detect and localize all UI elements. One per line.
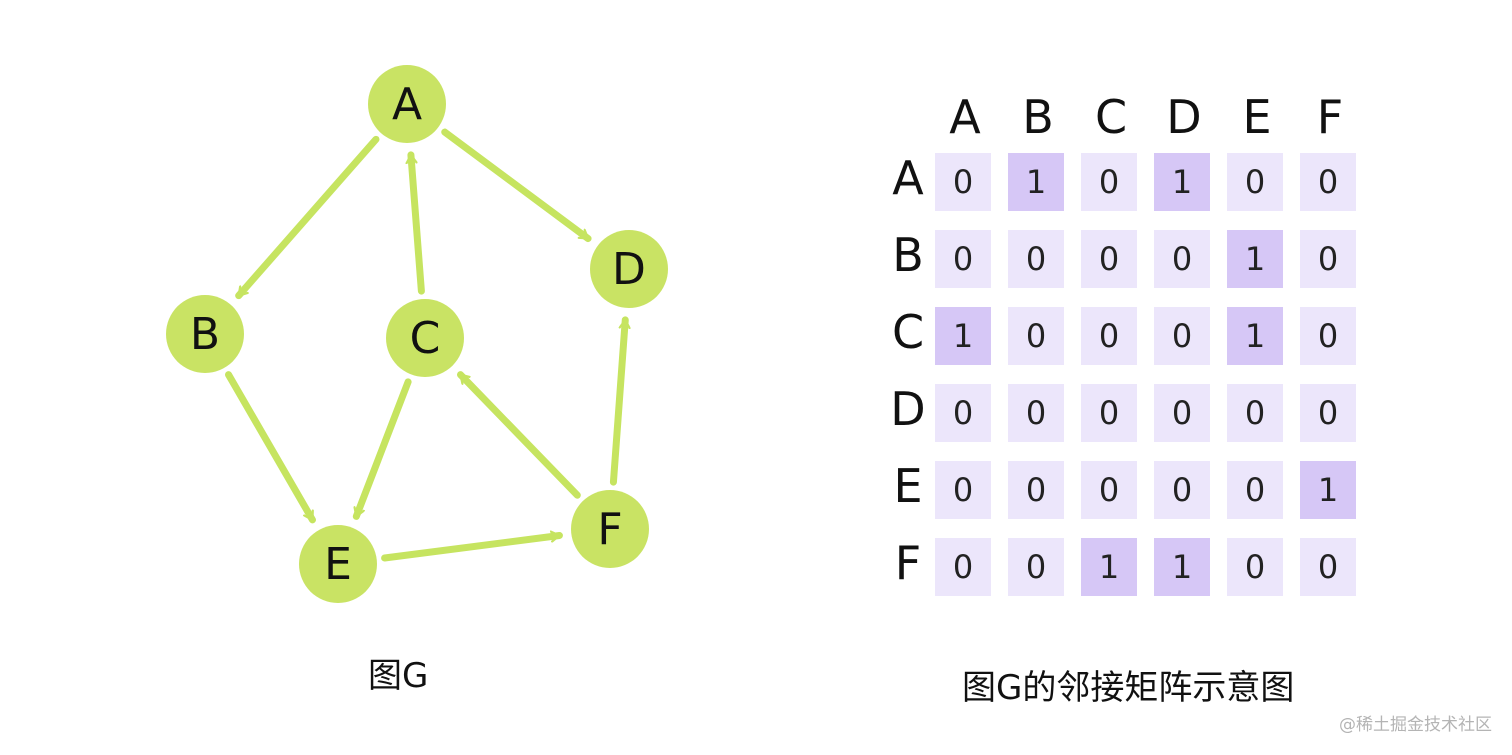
matrix-cell-a-d: 1 bbox=[1154, 153, 1210, 211]
node-circle bbox=[166, 295, 244, 373]
column-header-d: D bbox=[1166, 90, 1202, 144]
node-circle bbox=[368, 65, 446, 143]
matrix-cell-b-f: 0 bbox=[1300, 230, 1356, 288]
matrix-cell-f-c: 1 bbox=[1081, 538, 1137, 596]
node-label: D bbox=[612, 244, 646, 295]
matrix-cell-d-c: 0 bbox=[1081, 384, 1137, 442]
matrix-cell-f-a: 0 bbox=[935, 538, 991, 596]
matrix-cell-b-e: 1 bbox=[1227, 230, 1283, 288]
edge-e-f bbox=[381, 536, 563, 562]
matrix-cell-d-b: 0 bbox=[1008, 384, 1064, 442]
node-label: A bbox=[392, 79, 422, 130]
node-circle bbox=[571, 490, 649, 568]
edge-a-d bbox=[441, 128, 592, 243]
column-header-b: B bbox=[1022, 90, 1054, 144]
edges-layer bbox=[225, 128, 626, 562]
edge-c-a bbox=[411, 151, 425, 295]
nodes-layer: A B C D E F bbox=[166, 65, 668, 603]
matrix-cell-e-f: 1 bbox=[1300, 461, 1356, 519]
matrix-cell-a-f: 0 bbox=[1300, 153, 1356, 211]
column-header-c: C bbox=[1094, 90, 1128, 144]
matrix-caption: 图G的邻接矩阵示意图 bbox=[962, 668, 1295, 708]
edge-c-e bbox=[352, 378, 412, 520]
matrix-cell-c-a: 1 bbox=[935, 307, 991, 365]
node-circle bbox=[386, 299, 464, 377]
matrix-cell-b-d: 0 bbox=[1154, 230, 1210, 288]
graph-caption: 图G bbox=[368, 656, 429, 696]
node-f: F bbox=[571, 490, 649, 568]
matrix-cell-c-c: 0 bbox=[1081, 307, 1137, 365]
matrix-cell-b-b: 0 bbox=[1008, 230, 1064, 288]
matrix-cell-e-b: 0 bbox=[1008, 461, 1064, 519]
node-circle bbox=[590, 230, 668, 308]
matrix-cell-c-d: 0 bbox=[1154, 307, 1210, 365]
matrix-cell-a-b: 1 bbox=[1008, 153, 1064, 211]
node-label: C bbox=[410, 313, 441, 364]
row-header-c: C bbox=[891, 305, 925, 359]
node-e: E bbox=[299, 525, 377, 603]
node-label: B bbox=[190, 309, 220, 360]
node-a: A bbox=[368, 65, 446, 143]
edge-f-c bbox=[456, 371, 581, 499]
column-header-a: A bbox=[949, 90, 981, 144]
row-header-d: D bbox=[890, 382, 926, 436]
node-label: F bbox=[597, 504, 622, 555]
matrix-cell-e-c: 0 bbox=[1081, 461, 1137, 519]
row-header-e: E bbox=[893, 459, 923, 513]
matrix-cell-c-f: 0 bbox=[1300, 307, 1356, 365]
matrix-cell-b-c: 0 bbox=[1081, 230, 1137, 288]
node-label: E bbox=[324, 539, 352, 590]
directed-graph: A B C D E F bbox=[166, 65, 668, 603]
matrix-cell-e-d: 0 bbox=[1154, 461, 1210, 519]
row-header-f: F bbox=[894, 536, 922, 590]
row-header-b: B bbox=[892, 228, 924, 282]
matrix-cell-c-e: 1 bbox=[1227, 307, 1283, 365]
column-header-f: F bbox=[1316, 90, 1344, 144]
node-d: D bbox=[590, 230, 668, 308]
node-circle bbox=[299, 525, 377, 603]
matrix-cell-a-c: 0 bbox=[1081, 153, 1137, 211]
edge-a-b bbox=[235, 135, 380, 300]
matrix-cell-b-a: 0 bbox=[935, 230, 991, 288]
matrix-cell-d-e: 0 bbox=[1227, 384, 1283, 442]
matrix-cell-c-b: 0 bbox=[1008, 307, 1064, 365]
watermark: @稀土掘金技术社区 bbox=[1339, 715, 1492, 735]
matrix-cell-f-d: 1 bbox=[1154, 538, 1210, 596]
row-header-a: A bbox=[892, 151, 924, 205]
matrix-cell-f-f: 0 bbox=[1300, 538, 1356, 596]
matrix-cell-d-a: 0 bbox=[935, 384, 991, 442]
matrix-cell-d-d: 0 bbox=[1154, 384, 1210, 442]
edge-b-e bbox=[225, 371, 316, 524]
column-header-e: E bbox=[1242, 90, 1272, 144]
node-c: C bbox=[386, 299, 464, 377]
matrix-cell-a-a: 0 bbox=[935, 153, 991, 211]
edge-f-d bbox=[609, 316, 625, 486]
matrix-cell-d-f: 0 bbox=[1300, 384, 1356, 442]
node-b: B bbox=[166, 295, 244, 373]
matrix-cell-a-e: 0 bbox=[1227, 153, 1283, 211]
matrix-cell-f-e: 0 bbox=[1227, 538, 1283, 596]
matrix-cell-e-a: 0 bbox=[935, 461, 991, 519]
matrix-cell-f-b: 0 bbox=[1008, 538, 1064, 596]
matrix-cell-e-e: 0 bbox=[1227, 461, 1283, 519]
